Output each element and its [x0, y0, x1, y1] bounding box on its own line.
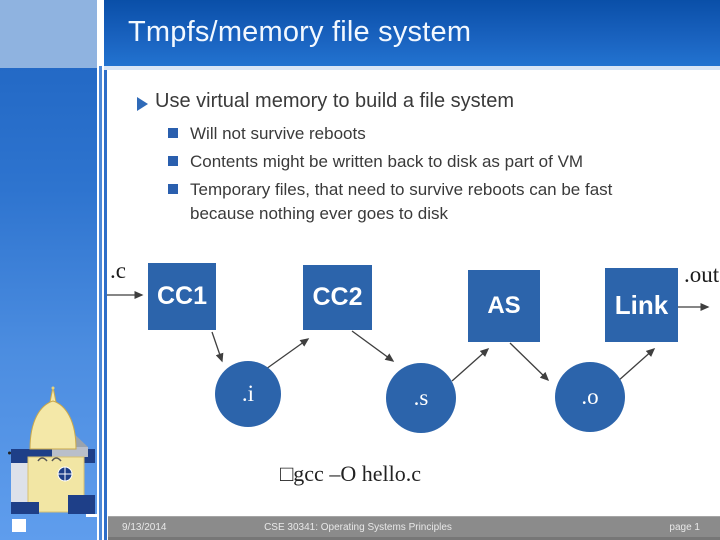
temp-file-circle-o: .o [555, 362, 625, 432]
campus-dome-image [8, 386, 95, 514]
sub-bullet-text: Temporary files, that need to survive re… [190, 180, 613, 223]
stage-box-cc1: CC1 [148, 263, 216, 330]
sub-bullet-text: Will not survive reboots [190, 124, 366, 143]
vertical-divider-line-inner [104, 66, 107, 540]
temp-file-circle-s: .s [386, 363, 456, 433]
input-file-label: .c [110, 258, 126, 283]
main-bullet-text: Use virtual memory to build a file syste… [155, 90, 515, 112]
title-bar-edge [104, 66, 720, 70]
vertical-divider-line-outer [99, 66, 102, 540]
stage-box-link: Link [605, 268, 678, 342]
stage-box-cc2: CC2 [303, 265, 372, 330]
sub-bullet-text: Contents might be written back to disk a… [190, 152, 584, 171]
triangle-bullet-icon [137, 97, 148, 111]
output-file-label: .out [684, 262, 720, 287]
footer-course: CSE 30341: Operating Systems Principles [264, 522, 452, 533]
footer-bar: 9/13/2014 CSE 30341: Operating Systems P… [108, 516, 720, 538]
footer-bottom-strip [108, 537, 720, 540]
command-caption: □gcc –O hello.c [280, 461, 421, 486]
slide-title: Tmpfs/memory file system [128, 16, 472, 48]
stage-box-as: AS [468, 270, 540, 342]
decor-white-square [12, 519, 26, 532]
decor-white-line [86, 514, 98, 517]
footer-page-number: page 1 [669, 522, 700, 533]
footer-date: 9/13/2014 [122, 522, 167, 533]
title-bar: Tmpfs/memory file system [104, 0, 720, 66]
square-bullet-icon [168, 128, 178, 138]
square-bullet-icon [168, 184, 178, 194]
sidebar-gutter [97, 0, 108, 540]
temp-file-circle-i: .i [215, 361, 281, 427]
sidebar-top-square [0, 0, 97, 68]
square-bullet-icon [168, 156, 178, 166]
